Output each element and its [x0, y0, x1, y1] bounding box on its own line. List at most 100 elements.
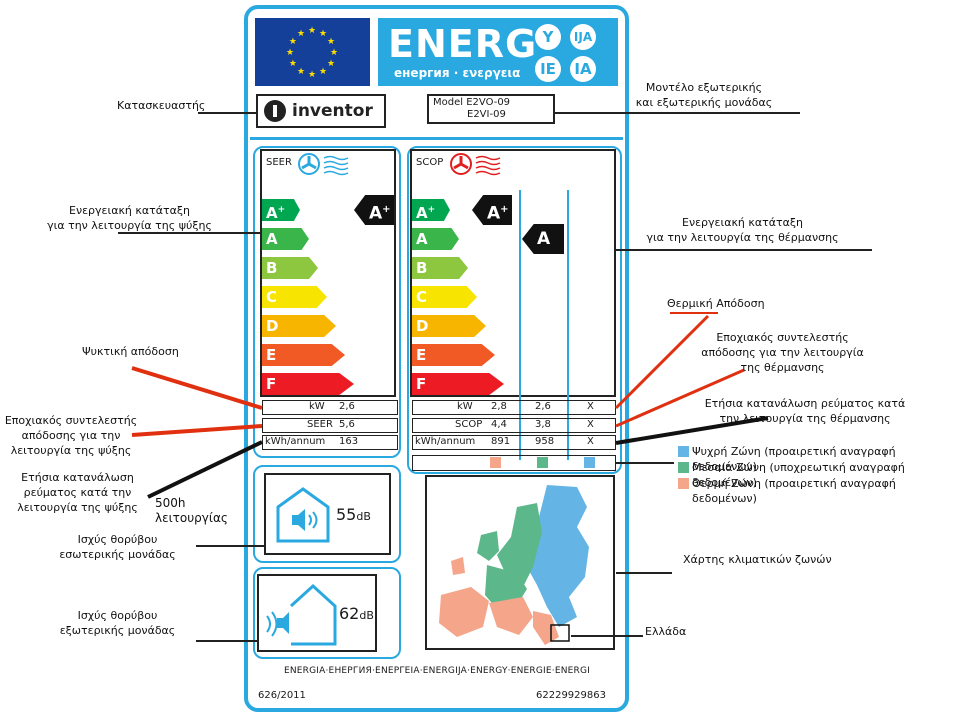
connector-climate-map	[616, 572, 672, 574]
class-letter: D	[416, 317, 429, 335]
header-divider	[250, 137, 623, 140]
class-letter: D	[266, 317, 279, 335]
eu-star-icon: ★	[319, 67, 327, 77]
model-label: Model	[433, 97, 464, 108]
heating-row-v2: 2,6	[535, 401, 551, 412]
cooling-row-seer: SEER 5,6	[262, 418, 398, 433]
class-letter: B	[416, 259, 428, 277]
heating-row-v1: 2,8	[491, 401, 507, 412]
connector-outdoor-noise	[196, 640, 257, 642]
zone-square-warm	[490, 457, 501, 468]
heating-class-3: B	[412, 257, 468, 279]
model-indoor: E2VI-09	[467, 109, 506, 120]
heating-row-v3: X	[587, 401, 594, 412]
annotation-cool-capacity: Ψυκτική απόδοση	[82, 345, 179, 358]
regulation-number: 626/2011	[258, 690, 306, 701]
class-letter: F	[266, 375, 277, 393]
outdoor-noise-panel	[253, 567, 401, 659]
cooling-class-3: B	[262, 257, 318, 279]
outdoor-noise-value: 62dB	[339, 604, 374, 623]
logo-mark-icon	[264, 100, 286, 122]
connector-manufacturer	[198, 112, 256, 114]
outdoor-house-speaker-icon	[266, 583, 337, 646]
cooling-panel	[253, 146, 401, 458]
class-letter: E	[416, 346, 427, 364]
annotation-manufacturer: Κατασκευαστής	[117, 99, 206, 112]
annotation-heat-capacity: Θερμική Απόδοση	[667, 297, 765, 310]
lang-circle-y: Y	[535, 24, 561, 50]
class-sup: +	[277, 205, 286, 215]
model-box: Model E2VO-09 E2VI-09	[427, 94, 555, 124]
heating-row-v3: X	[587, 436, 594, 447]
cooling-rating-sup: +	[382, 204, 391, 215]
eu-star-icon: ★	[286, 48, 294, 58]
heating-class-5: D	[412, 315, 486, 337]
legend-warm-zone: Θερμή Ζώνη (προαιρετική αναγραφή δεδομέν…	[692, 477, 896, 505]
eu-star-icon: ★	[327, 59, 335, 69]
cooling-row-kw: kW 2,6	[262, 400, 398, 415]
class-letter: A	[266, 204, 278, 222]
cooling-class-7: F	[262, 373, 354, 395]
logo-text: inventor	[292, 101, 373, 121]
annotation-greece: Ελλάδα	[645, 625, 687, 638]
connector-greece	[571, 635, 643, 637]
snowflake-fan-icon	[298, 153, 349, 176]
eu-stars-icon: ★★★★★★★★★★★★	[286, 26, 338, 80]
cooling-row-kwh: kWh/annum 163	[262, 435, 398, 450]
heating-row-key: SCOP	[455, 419, 483, 430]
outdoor-noise-box: 62dB	[257, 574, 377, 652]
connector-model	[555, 112, 800, 114]
lang-circle-ie: IE	[535, 56, 561, 82]
cooling-class-1: A+	[262, 199, 300, 221]
eu-star-icon: ★	[330, 48, 338, 58]
sun-fan-icon	[450, 153, 501, 176]
annotation-climate-map: Χάρτης κλιματικών ζωνών	[683, 553, 832, 566]
class-letter: C	[266, 288, 278, 306]
model-outdoor: E2VO-09	[466, 97, 511, 108]
zone-square-cold	[584, 457, 595, 468]
heating-rating-avg-label: A	[537, 229, 551, 249]
indoor-house-speaker-icon	[276, 487, 330, 543]
cooling-row-key: SEER	[307, 419, 333, 430]
heating-class-4: C	[412, 286, 477, 308]
heating-class-6: E	[412, 344, 495, 366]
class-letter: E	[266, 346, 277, 364]
eu-star-icon: ★	[297, 29, 305, 39]
energy-header: ENERG енергия · ενεργεια Y IJA IE IA	[378, 18, 618, 86]
cooling-row-value: 2,6	[339, 401, 355, 412]
heating-row-v2: 958	[535, 436, 555, 447]
heat-capacity-underline	[670, 312, 718, 314]
legend-cold-zone: Ψυχρή Ζώνη (προαιρετική αναγραφή δεδομέν…	[692, 445, 896, 473]
connector-heat-class	[616, 249, 872, 251]
heating-class-2: A	[412, 228, 459, 250]
scop-title: SCOP	[416, 157, 444, 168]
energy-subtitle: енергия · ενεργεια	[394, 66, 521, 80]
class-letter: A	[416, 230, 428, 248]
connector-indoor-noise	[196, 545, 264, 547]
heating-row-kwh: kWh/annum 891 958 X	[412, 435, 616, 450]
connector-cool-class	[118, 232, 260, 234]
heating-rating-warm-label: A	[487, 203, 501, 224]
energy-word: ENERG	[388, 22, 538, 66]
cooling-row-value: 163	[339, 436, 359, 447]
eu-star-icon: ★	[319, 29, 327, 39]
heating-row-scop: SCOP 4,4 3,8 X	[412, 418, 616, 433]
class-letter: A	[416, 204, 428, 222]
heating-rating-warm-sup: +	[500, 204, 509, 215]
heating-row-v1: 4,4	[491, 419, 507, 430]
cooling-class-2: A	[262, 228, 309, 250]
class-letter: A	[266, 230, 278, 248]
class-letter: C	[416, 288, 428, 306]
seer-title: SEER	[266, 157, 292, 168]
label-code: 62229929863	[536, 690, 606, 701]
heating-row-key: kW	[457, 401, 473, 412]
eu-flag: ★★★★★★★★★★★★	[255, 18, 370, 86]
cooling-row-value: 5,6	[339, 419, 355, 430]
zone-divider-1	[519, 190, 521, 460]
zone-square-average	[537, 457, 548, 468]
